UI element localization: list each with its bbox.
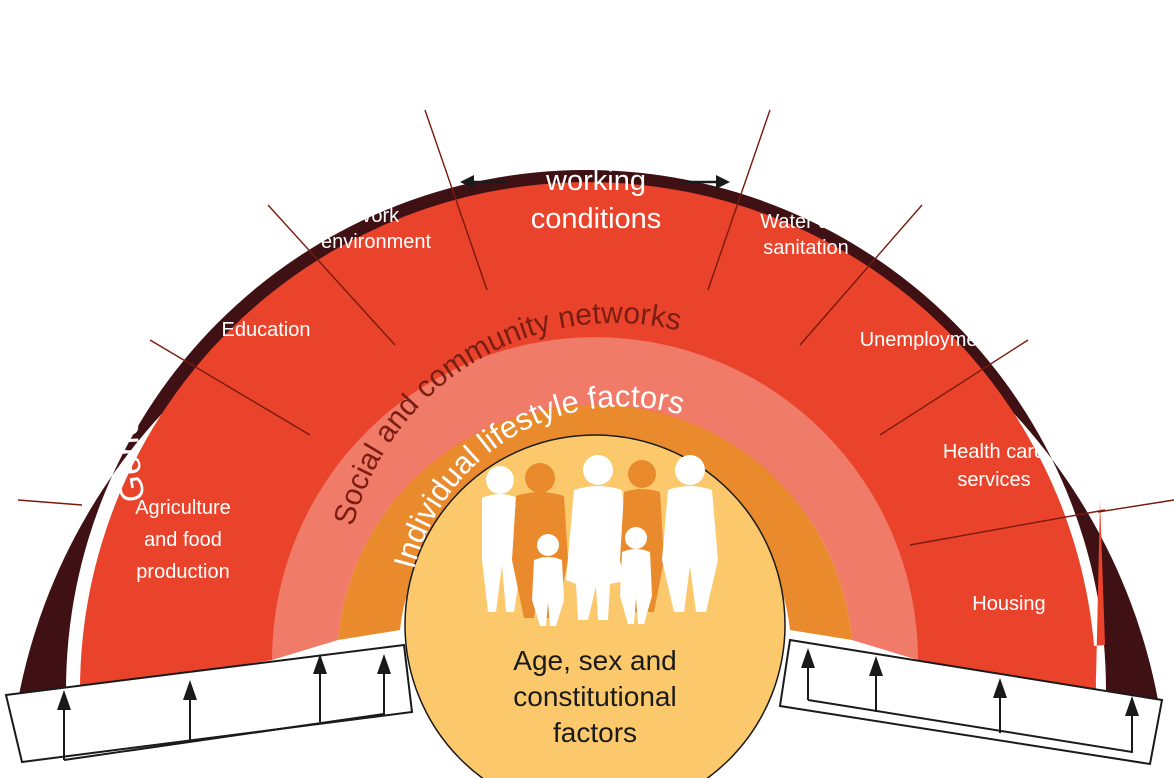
segment-agriculture: Agriculture and food production <box>135 497 231 583</box>
svg-text:Work: Work <box>353 205 400 227</box>
svg-text:working: working <box>545 165 646 197</box>
left-arrows-bracket <box>4 643 414 764</box>
segment-education: Education <box>222 319 311 341</box>
social-networks-band <box>272 337 918 660</box>
svg-text:Living and: Living and <box>530 127 662 159</box>
svg-text:and food: and food <box>144 529 222 551</box>
svg-text:services: services <box>957 469 1030 491</box>
segment-work-environment: Work environment <box>321 205 432 253</box>
right-arrowheads-icon <box>801 648 1139 716</box>
svg-text:constitutional: constitutional <box>513 681 676 712</box>
lifestyle-band <box>338 404 852 640</box>
svg-text:Unemployment: Unemployment <box>860 329 995 351</box>
core-label: Age, sex and constitutional factors <box>513 645 676 748</box>
svg-text:Age, sex and: Age, sex and <box>513 645 676 676</box>
living-working-label: Living and working conditions <box>530 127 662 235</box>
svg-text:Education: Education <box>222 319 311 341</box>
svg-text:sanitation: sanitation <box>763 237 849 259</box>
segment-housing: Housing <box>972 593 1045 615</box>
svg-text:conditions: conditions <box>531 203 662 235</box>
svg-text:factors: factors <box>553 717 637 748</box>
segment-unemployment: Unemployment <box>860 329 995 351</box>
svg-text:Agriculture: Agriculture <box>135 497 231 519</box>
svg-text:environment: environment <box>321 231 432 253</box>
segment-dividers <box>17 109 1174 546</box>
left-arrowheads-icon <box>57 654 391 710</box>
svg-text:production: production <box>136 561 229 583</box>
double-arrow-icon <box>460 175 730 189</box>
svg-text:Water and: Water and <box>760 211 852 233</box>
svg-text:Health care: Health care <box>943 441 1045 463</box>
segment-water-sanitation: Water and sanitation <box>760 211 852 259</box>
segment-health-care: Health care services <box>943 441 1045 491</box>
svg-text:Housing: Housing <box>972 593 1045 615</box>
people-silhouettes-icon <box>482 455 718 626</box>
